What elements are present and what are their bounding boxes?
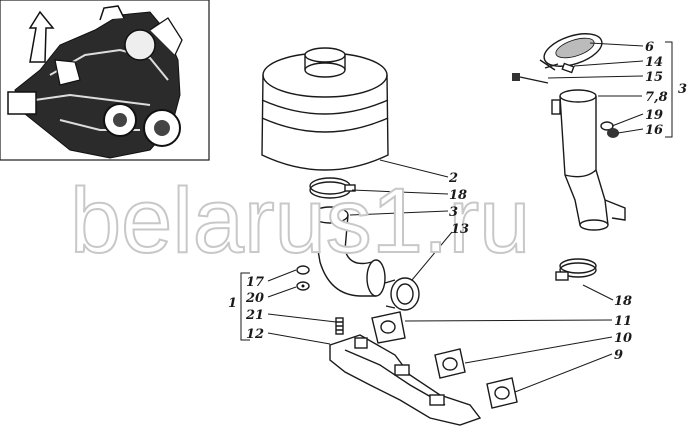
intake-elbow-pipe (311, 206, 386, 297)
callout-12: 12 (246, 327, 264, 342)
site-watermark: belarus1.ru (70, 170, 530, 272)
callout-21: 21 (245, 308, 264, 323)
callout-10: 10 (614, 331, 632, 346)
callout-17: 17 (246, 275, 264, 290)
gasket-11 (371, 311, 406, 344)
callout-18-lower: 18 (614, 294, 632, 309)
callout-3-group: 3 (678, 82, 687, 97)
callout-19: 19 (645, 108, 663, 123)
leader-lines (240, 41, 673, 393)
callout-3-elbow: 3 (449, 205, 458, 220)
hose-clamp-upper (309, 177, 356, 199)
rubber-sleeve (384, 277, 420, 311)
bolt (512, 73, 549, 84)
gasket-9 (486, 377, 518, 409)
callout-1-group: 1 (228, 296, 237, 311)
callout-20: 20 (245, 291, 264, 306)
callout-2: 2 (448, 171, 458, 186)
callout-18-upper: 18 (449, 188, 467, 203)
callout-7-8: 7,8 (645, 90, 668, 105)
air-cleaner-housing (261, 47, 389, 171)
exhaust-pipe (551, 89, 626, 231)
nut-and-washer (296, 265, 310, 291)
callout-labels: 2 18 3 13 6 14 15 7,8 19 16 3 18 17 20 1… (228, 40, 687, 363)
callout-16: 16 (645, 123, 663, 138)
callout-6: 6 (645, 40, 654, 55)
spring-washer-and-nut (600, 121, 619, 138)
callout-11: 11 (614, 314, 632, 329)
view-direction-arrow-icon (28, 10, 55, 63)
exhaust-manifold (329, 334, 482, 426)
engine-overview-icon (7, 5, 183, 159)
rain-cap (539, 33, 603, 71)
stud (335, 317, 344, 335)
callout-13: 13 (451, 222, 469, 237)
callout-15: 15 (645, 70, 663, 85)
callout-14: 14 (645, 55, 663, 70)
gasket-10 (434, 348, 466, 379)
hose-clamp-lower (555, 258, 597, 281)
cap-spring (561, 62, 575, 74)
callout-9: 9 (614, 348, 623, 363)
engine-inset (0, 0, 210, 161)
